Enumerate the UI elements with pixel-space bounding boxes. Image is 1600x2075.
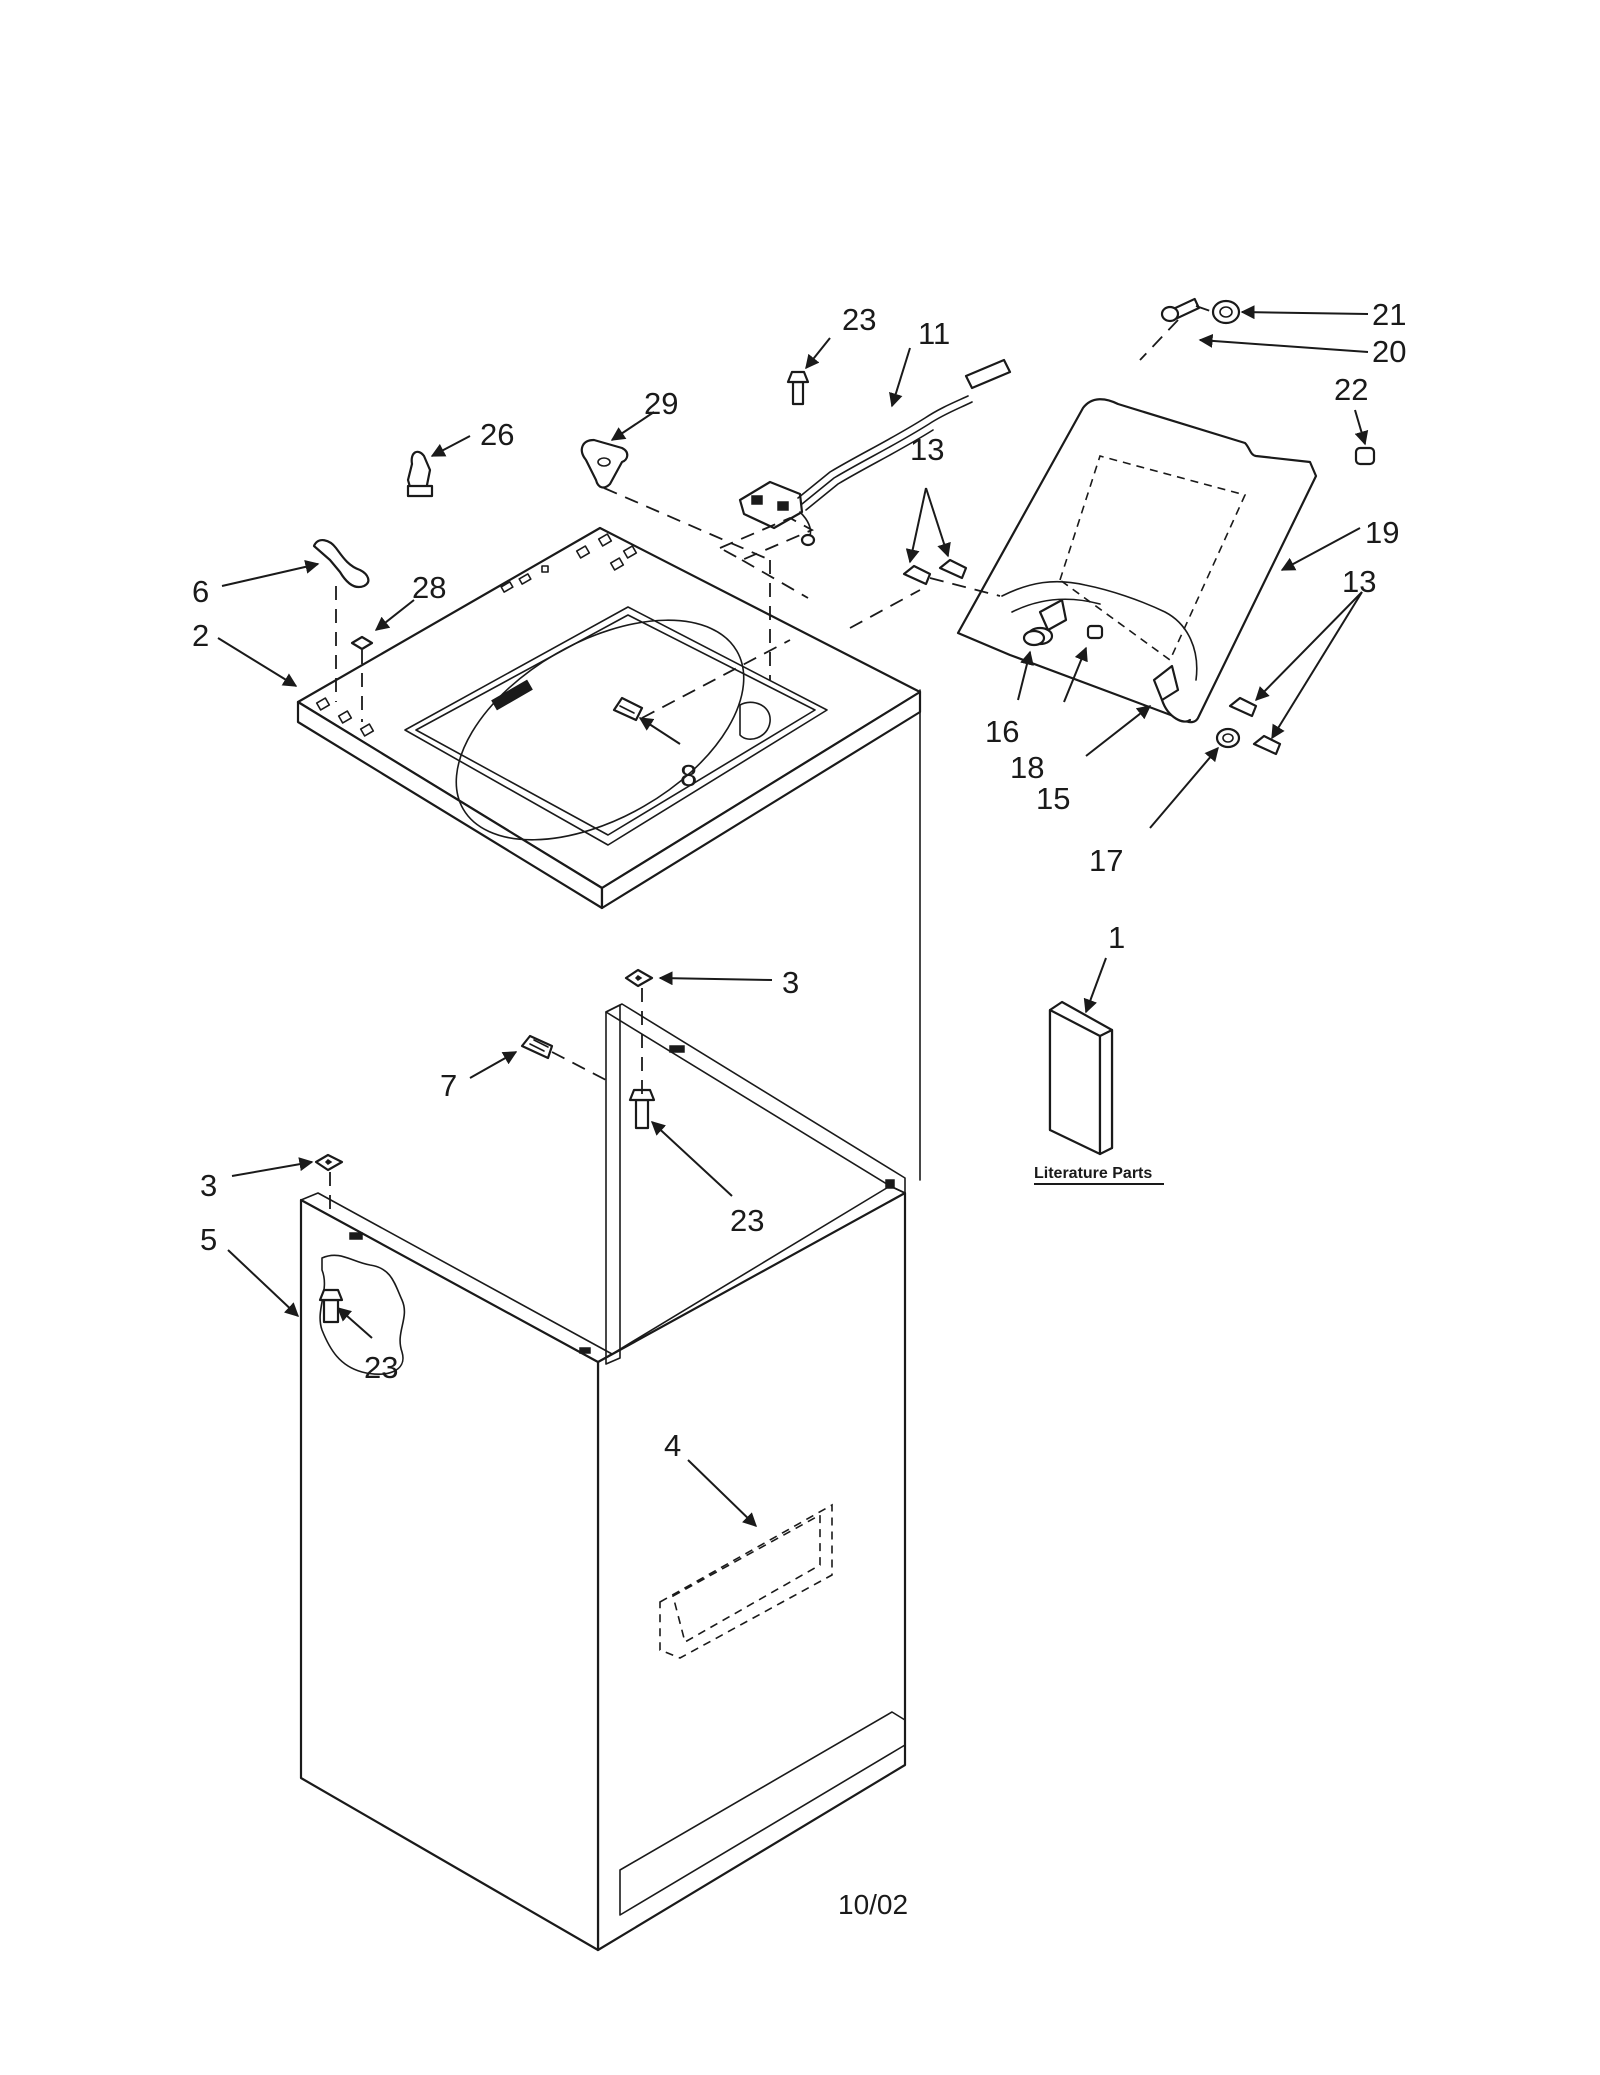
screw-23-cabinet [628,1088,656,1130]
callout-15: 15 [1036,781,1070,816]
callout-3-lower: 3 [200,1168,217,1203]
cutaway-screw [318,1288,344,1324]
pad-3-upper [624,968,654,988]
callout-22: 22 [1334,372,1368,407]
callout-17: 17 [1089,843,1123,878]
callout-23-top: 23 [842,302,876,337]
screw-7 [520,1034,554,1060]
callout-29: 29 [644,386,678,421]
literature-caption: Literature Parts [1034,1165,1152,1182]
screws-13-upper [902,558,968,586]
callout-26: 26 [480,417,514,452]
leader-arrows [217,305,1369,1527]
callout-7: 7 [440,1068,457,1103]
bushing-17 [1215,727,1241,749]
bumper-22 [1354,446,1376,466]
callout-5: 5 [200,1222,217,1257]
screw-8 [612,696,644,722]
pad-28 [350,635,374,651]
top-cover [296,526,922,910]
callout-labels: 21 20 22 19 13 17 16 18 15 13 11 23 29 2… [192,297,1406,1463]
callout-4: 4 [664,1428,681,1463]
callout-3-upper: 3 [782,965,799,1000]
callout-13-right: 13 [1342,564,1376,599]
clip-6 [312,539,370,589]
front-panel-cutaway [318,1254,406,1375]
literature-parts [1048,1000,1114,1156]
callout-2: 2 [192,618,209,653]
lid-switch-11 [738,358,1012,547]
screws-13-lower [1228,696,1282,756]
cabinet [299,689,921,1952]
lid-hinge-right [1152,664,1192,723]
pin-20 [1160,297,1200,323]
callout-13-left: 13 [910,432,944,467]
screw-23-switch [786,370,810,406]
callout-19: 19 [1365,515,1399,550]
assembly-lines [329,305,1214,1212]
bushing-21 [1211,299,1241,325]
washer-16 [1022,629,1046,647]
callout-20: 20 [1372,334,1406,369]
callout-21: 21 [1372,297,1406,332]
callout-6: 6 [192,574,209,609]
pad-3-lower [314,1153,344,1172]
grommet-29 [580,438,629,489]
callout-23-bottom: 23 [364,1350,398,1385]
callout-18: 18 [1010,750,1044,785]
callout-16: 16 [985,714,1019,749]
date-code: 10/02 [838,1889,908,1920]
callout-1: 1 [1108,920,1125,955]
callout-23-middle: 23 [730,1203,764,1238]
callout-28: 28 [412,570,446,605]
clip-26 [406,450,434,498]
callout-8: 8 [680,758,697,793]
callout-11: 11 [918,316,950,351]
access-panel [659,1503,833,1659]
